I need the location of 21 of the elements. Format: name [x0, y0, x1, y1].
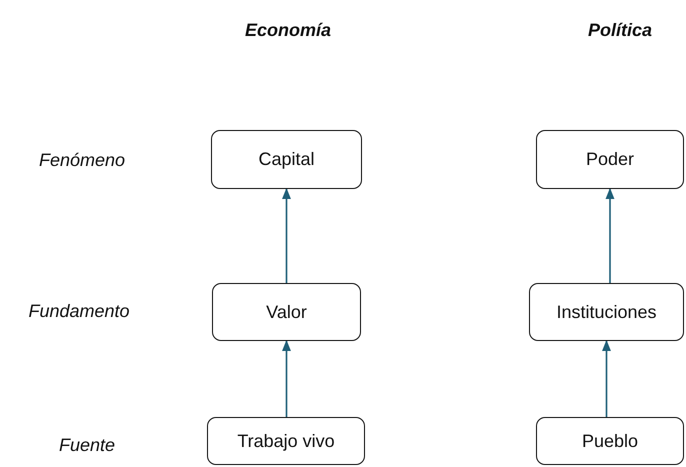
box-label: Instituciones: [556, 302, 657, 322]
arrow: [282, 188, 291, 283]
box-label: Trabajo vivo: [237, 430, 335, 452]
row-label: Fuente: [58, 434, 116, 456]
column-heading: Política: [588, 20, 652, 40]
row-label: Fundamento: [28, 300, 130, 322]
row-label: Fenómeno: [38, 150, 126, 170]
column-heading: Economía: [244, 20, 332, 40]
box-label: Capital: [258, 149, 315, 170]
arrow: [606, 188, 614, 283]
process-box: [536, 130, 684, 189]
process-box: [536, 417, 684, 465]
process-box: [211, 130, 362, 189]
process-box: [529, 283, 684, 341]
arrow: [282, 340, 291, 417]
process-box: [212, 283, 361, 341]
box-label: Pueblo: [582, 430, 638, 452]
arrow: [602, 340, 611, 417]
box-label: Valor: [266, 302, 307, 322]
box-label: Poder: [586, 149, 634, 170]
process-box: [207, 417, 365, 465]
